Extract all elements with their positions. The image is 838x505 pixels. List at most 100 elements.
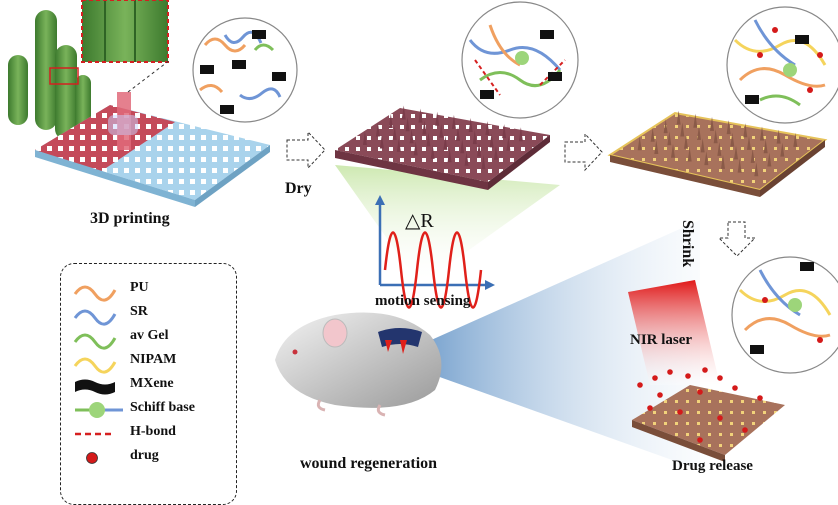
- microneedle-spike: [700, 138, 705, 153]
- microneedle-spike: [750, 148, 755, 163]
- microneedle-spike: [409, 129, 414, 144]
- drug-dot: [637, 382, 643, 388]
- microneedle-spike: [439, 123, 444, 138]
- legend-label-nipam: NIPAM: [130, 352, 177, 367]
- microneedle-spike: [468, 117, 473, 132]
- microneedle-spike: [676, 110, 681, 125]
- microneedle-spike: [663, 119, 668, 134]
- label-dry: Dry: [285, 180, 312, 197]
- nir-laser-beam: [628, 280, 720, 385]
- drug-dot: [702, 367, 708, 373]
- drug-dot: [685, 373, 691, 379]
- microneedle-spike: [477, 142, 482, 157]
- microneedle-spike: [726, 120, 731, 135]
- arrow-print-to-dry: [286, 130, 326, 170]
- microneedle-spike: [405, 117, 410, 132]
- resistance-signal: [383, 231, 483, 309]
- microneedle-spike: [760, 126, 764, 141]
- microneedle-spike: [734, 145, 738, 160]
- legend-symbol: [73, 357, 117, 374]
- microneedle-spike: [426, 132, 431, 147]
- microneedle-spike: [717, 141, 722, 156]
- raw-materials-circle: [192, 17, 298, 123]
- mouse-illustration: [275, 312, 442, 417]
- legend-label-sr: SR: [130, 304, 148, 319]
- label-nir-laser: NIR laser: [630, 332, 693, 348]
- microneedle-spike: [422, 120, 427, 135]
- microneedle-spike: [667, 131, 672, 146]
- microneedle-spike: [435, 111, 440, 126]
- arrow-shrink-down: [717, 221, 757, 257]
- microneedle-spike: [396, 137, 401, 152]
- microneedle-spike: [704, 151, 709, 166]
- dried-patch-spikes: [362, 105, 523, 170]
- schematic-canvas: [8, 0, 838, 470]
- legend-label-schiff-base: Schiff base: [130, 400, 195, 415]
- legend-label-h-bond: H-bond: [130, 424, 176, 439]
- microneedle-spike: [481, 155, 486, 170]
- drug-dot: [697, 437, 703, 443]
- drug-dot: [652, 375, 658, 381]
- microneedle-spike: [743, 123, 748, 138]
- microneedle-spike: [754, 162, 759, 177]
- microneedle-spike: [518, 127, 523, 142]
- microneedle-spike: [671, 143, 675, 158]
- legend-label-drug: drug: [130, 448, 159, 463]
- drug-dot: [757, 395, 763, 401]
- legend-symbol: [73, 309, 117, 326]
- microneedle-spike: [693, 113, 698, 128]
- drug-dot: [677, 409, 683, 415]
- label-shrink: Shrink: [679, 220, 696, 268]
- label-motion-sensing: motion sensing: [375, 293, 471, 309]
- microneedle-spike: [464, 151, 469, 166]
- label-delta-r: △R: [405, 210, 434, 232]
- microneedle-spike: [502, 124, 507, 139]
- label-3d-printing: 3D printing: [90, 210, 170, 227]
- shrunk-patch-spikes: [637, 110, 798, 177]
- microneedle-spike: [654, 140, 659, 155]
- microneedle-spike: [430, 144, 435, 159]
- microneedle-spike: [763, 139, 768, 154]
- arrow-dry-to-shrink: [564, 132, 603, 172]
- microneedle-spike: [392, 125, 397, 140]
- legend-symbol: [73, 285, 117, 302]
- microneedle-spike: [680, 122, 685, 137]
- microneedle-spike: [721, 154, 725, 169]
- drug-dot: [717, 415, 723, 421]
- release-circle: [731, 256, 838, 374]
- drug-release-patch: [632, 385, 785, 462]
- printing-board: [35, 59, 270, 207]
- microneedle-spike: [747, 135, 751, 150]
- microneedle-spike: [460, 139, 465, 154]
- released-drug-dots: [637, 367, 763, 443]
- microneedle-spike: [493, 145, 498, 160]
- microneedle-spike: [650, 127, 655, 142]
- network-circle-dry: [461, 1, 579, 119]
- microneedle-spike: [485, 121, 490, 136]
- drug-dot: [657, 392, 663, 398]
- microneedle-spike: [767, 152, 772, 167]
- label-drug-release: Drug release: [672, 458, 753, 474]
- microneedle-spike: [793, 132, 798, 147]
- microneedle-spike: [506, 136, 511, 151]
- legend-symbol: [75, 379, 115, 395]
- drug-dot: [697, 389, 703, 395]
- legend-symbol: [73, 333, 117, 350]
- microneedle-spike: [684, 134, 688, 149]
- microneedle-spike: [456, 126, 460, 141]
- microneedle-spike: [375, 122, 380, 137]
- label-wound-regeneration: wound regeneration: [300, 455, 438, 472]
- microneedle-spike: [737, 158, 742, 173]
- microneedle-spike: [730, 132, 735, 147]
- microneedle-spike: [687, 147, 692, 162]
- microneedle-spike: [451, 114, 456, 129]
- drug-dot: [647, 405, 653, 411]
- microneedle-spike: [472, 130, 477, 145]
- wound-beam: [420, 220, 700, 470]
- sensing-plot: [375, 195, 495, 309]
- cactus-illustration: [8, 10, 91, 140]
- drug-dot: [742, 427, 748, 433]
- microneedle-spike: [418, 108, 423, 123]
- microneedle-spike: [637, 136, 642, 151]
- microneedle-spike: [710, 116, 714, 131]
